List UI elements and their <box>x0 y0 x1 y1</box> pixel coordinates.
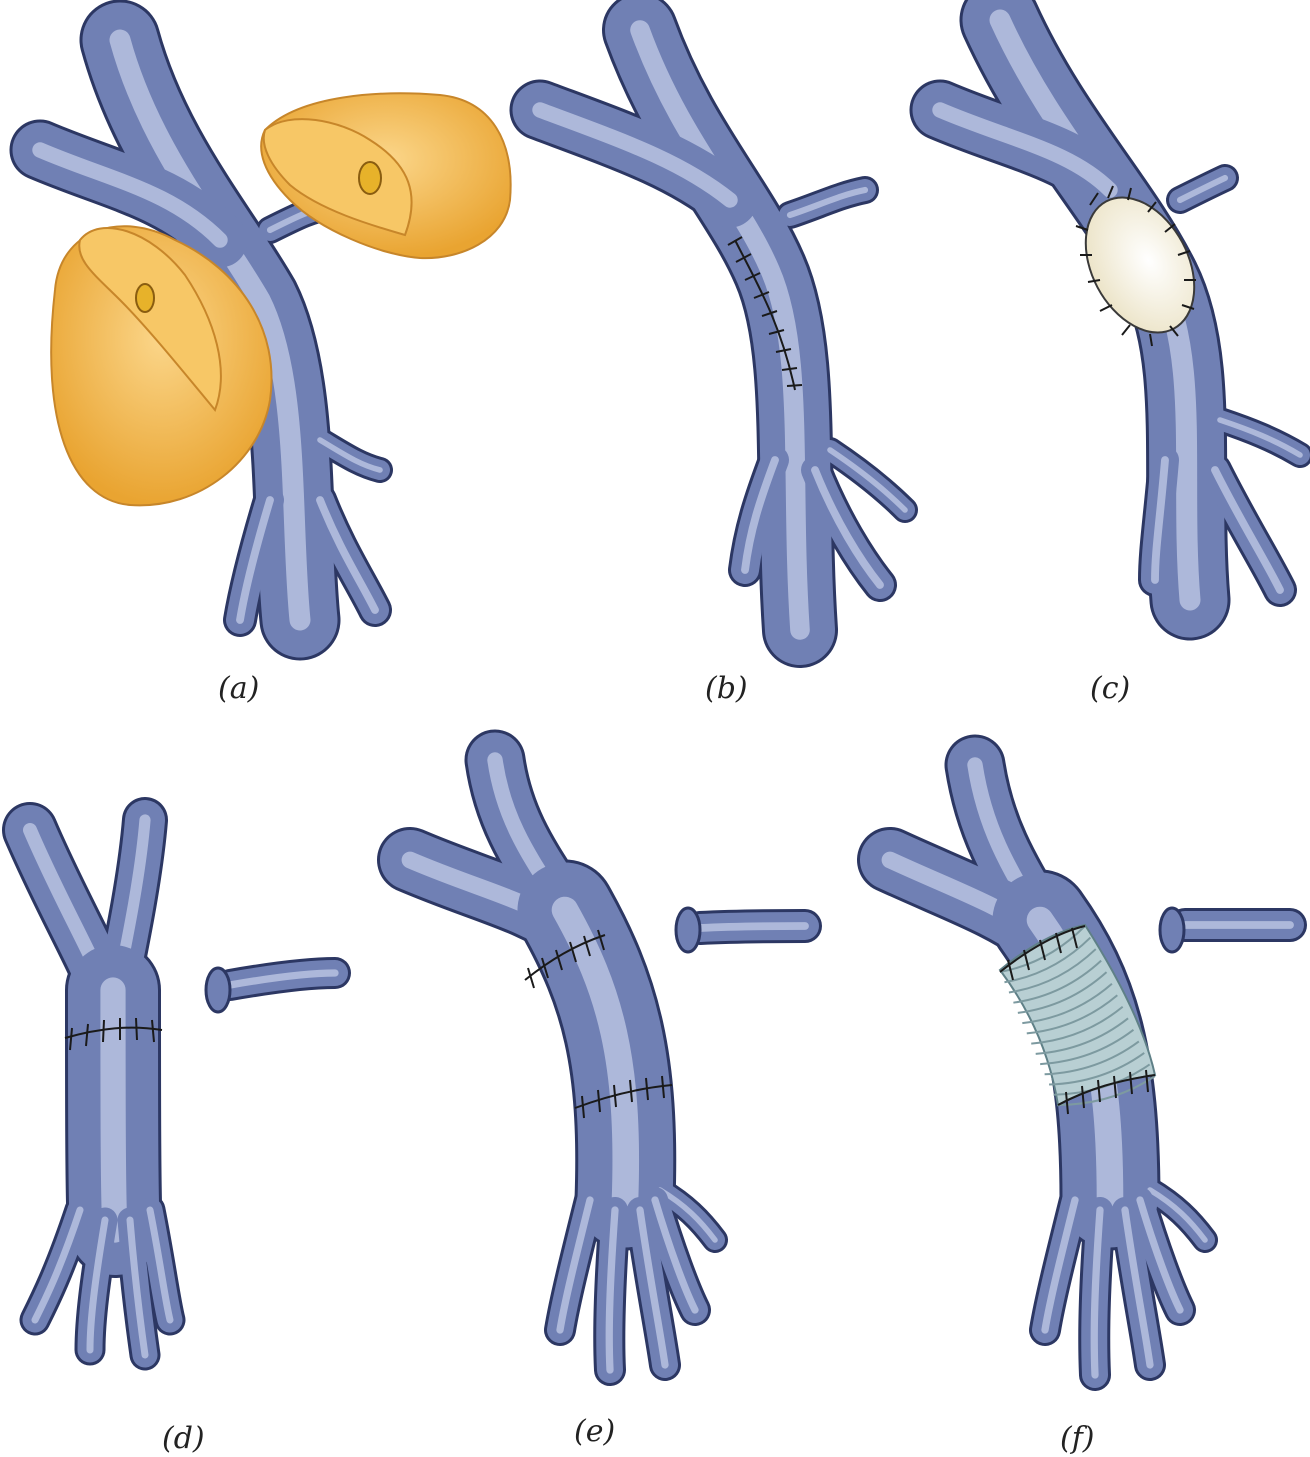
vein-highlight <box>651 1196 699 1314</box>
vein-highlight <box>126 1216 149 1359</box>
vein-highlight <box>236 496 274 624</box>
vein-graft-end <box>204 966 232 1014</box>
vein-highlight <box>605 1206 619 1374</box>
suture-stitches <box>581 1075 665 1119</box>
suture-stitches <box>527 929 605 989</box>
vein-highlight <box>551 896 640 1214</box>
suture-stitches <box>1007 927 1078 981</box>
panel-a: (a) <box>9 0 512 706</box>
vein-highlight <box>657 1187 718 1243</box>
graft-ring <box>1035 1017 1129 1055</box>
vein-highlight <box>109 29 311 631</box>
pancreatic-duct <box>135 283 155 313</box>
vein-highlight <box>636 1206 669 1369</box>
graft-ring <box>1057 1075 1156 1106</box>
vein-highlight <box>696 922 809 932</box>
vein-highlight <box>786 186 869 219</box>
vein-highlight <box>100 977 128 1243</box>
panel-label-f: (f) <box>1060 1421 1095 1456</box>
panel-label-e: (e) <box>574 1414 615 1449</box>
vein-highlight <box>146 1206 174 1324</box>
vein-highlight <box>827 447 908 513</box>
panel-label-c: (c) <box>1090 671 1130 706</box>
vein-highlight <box>1090 1206 1104 1379</box>
pancreas-head <box>50 225 273 507</box>
panel-b: (b) <box>509 0 918 706</box>
vein-highlight <box>1176 174 1229 204</box>
vein-highlight <box>317 437 383 473</box>
vein-highlight <box>741 456 779 574</box>
vein-highlight <box>1041 1196 1079 1334</box>
vein-graft-end <box>674 906 702 954</box>
pancreas-cut-surface <box>78 226 222 412</box>
vein-graft-end <box>1158 906 1186 954</box>
suture-stitches <box>727 236 803 387</box>
graft-ring <box>1008 948 1097 994</box>
graft-ring <box>1040 1029 1135 1066</box>
graft-ring <box>1004 936 1092 984</box>
suture-line-distal <box>574 1084 673 1109</box>
panel-c: (c) <box>909 0 1310 706</box>
vein-highlight <box>1151 456 1169 584</box>
vein-highlight <box>1147 1187 1208 1243</box>
panel-label-d: (d) <box>162 1421 205 1456</box>
vein-highlight <box>32 142 228 248</box>
suture-stitches <box>69 1017 155 1051</box>
vein-highlight <box>31 1206 84 1324</box>
vein-highlight <box>811 466 884 589</box>
panel-f: (f) <box>857 734 1307 1456</box>
vein-highlight <box>1217 417 1303 458</box>
vein-highlight <box>86 1216 109 1354</box>
suture-line-longitudinal <box>734 239 796 391</box>
vein-highlight <box>932 102 1118 198</box>
pancreatic-duct <box>358 161 382 195</box>
suture-line-proximal <box>524 934 606 981</box>
vein-highlight <box>1136 1196 1184 1314</box>
suture-stitches <box>1065 1069 1149 1115</box>
ringed-graft <box>998 923 1157 1107</box>
vein-highlight <box>1121 1206 1154 1369</box>
graft-ring <box>1022 982 1113 1025</box>
panel-label-b: (b) <box>705 671 748 706</box>
vein-highlight <box>556 1196 594 1334</box>
suture-stitches <box>1075 185 1196 347</box>
suture-line-distal <box>1057 1074 1156 1106</box>
graft-ring <box>1013 959 1102 1004</box>
vein-highlight <box>630 20 810 640</box>
vein-highlight <box>316 496 379 614</box>
vein-highlight <box>226 969 339 989</box>
panel-label-a: (a) <box>218 671 259 706</box>
graft-ring <box>1017 971 1108 1014</box>
vein-highlight <box>1211 466 1284 594</box>
graft-ring <box>1031 1005 1124 1045</box>
panel-e: (e) <box>377 729 822 1449</box>
graft-ring <box>1049 1052 1145 1086</box>
panel-d: (d) <box>2 797 351 1456</box>
pancreas-tail-cut-surface <box>262 118 413 237</box>
graft-ring <box>1044 1040 1140 1076</box>
portal-vein-trunk <box>605 0 835 665</box>
graft-ring <box>1026 994 1118 1035</box>
vein-highlight <box>532 102 738 208</box>
